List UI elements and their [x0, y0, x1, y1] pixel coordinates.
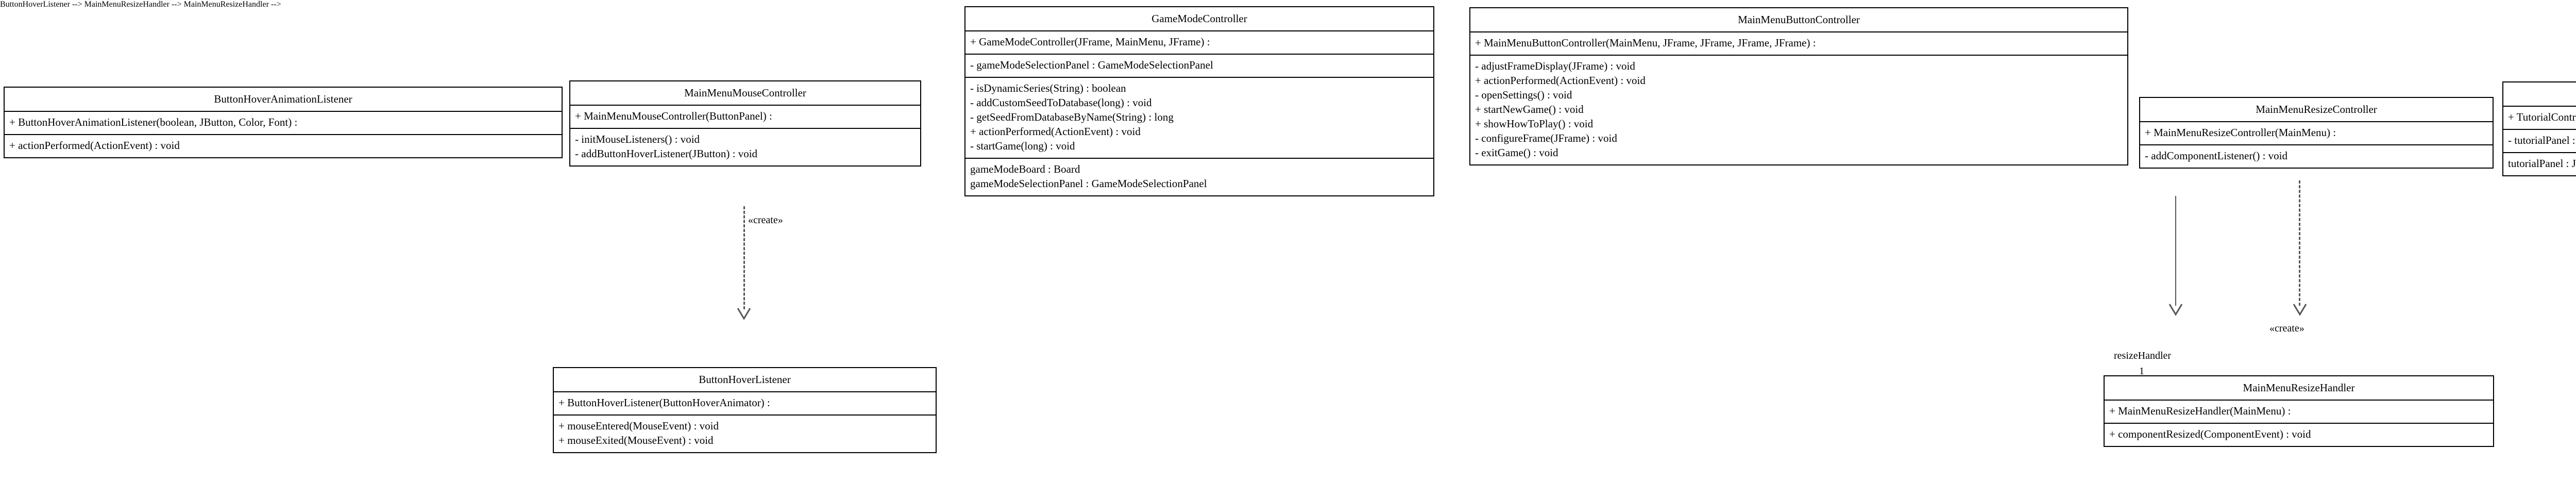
- class-compartment-operations: - isDynamicSeries(String) : boolean - ad…: [965, 77, 1433, 158]
- class-name-main-menu-mouse-controller: MainMenuMouseController: [684, 87, 806, 99]
- class-member: + MainMenuMouseController(ButtonPanel) :: [575, 110, 772, 123]
- class-member: + MainMenuButtonController(MainMenu, JFr…: [1475, 37, 1816, 49]
- class-member: gameModeBoard : Board: [970, 162, 1080, 175]
- class-member: - startGame(long) : void: [970, 139, 1075, 152]
- class-member: + showHowToPlay() : void: [1475, 117, 1594, 130]
- class-member: - addButtonHoverListener(JButton) : void: [575, 147, 758, 160]
- class-name-button-hover-animation-listener: ButtonHoverAnimationListener: [214, 93, 352, 105]
- class-member: + MainMenuResizeController(MainMenu) :: [2145, 126, 2336, 139]
- class-box-main-menu-mouse-controller[interactable]: MainMenuMouseController + MainMenuMouseC…: [569, 80, 921, 167]
- connector-resize-handler-assoc-line: [2175, 196, 2176, 306]
- class-name-tutorial-controller: TutorialController: [2503, 82, 2576, 106]
- connector-create-hover-listener-line: [743, 206, 745, 309]
- class-compartment-operations-ctor: + MainMenuButtonController(MainMenu, JFr…: [1470, 31, 2127, 55]
- class-member: - openSettings() : void: [1475, 89, 1572, 102]
- class-box-tutorial-controller[interactable]: TutorialController + TutorialController(…: [2502, 81, 2576, 177]
- class-box-game-mode-controller[interactable]: GameModeController + GameModeController(…: [964, 6, 1434, 196]
- class-compartment-operations-ctor: + GameModeController(JFrame, MainMenu, J…: [965, 30, 1433, 54]
- class-compartment-operations: + componentResized(ComponentEvent) : voi…: [2105, 423, 2493, 446]
- class-name-main-menu-button-controller: MainMenuButtonController: [1738, 13, 1860, 26]
- class-member: - exitGame() : void: [1475, 146, 1558, 159]
- connector-create-resize-handler-label: «create»: [2269, 323, 2304, 334]
- class-member: - configureFrame(JFrame) : void: [1475, 131, 1617, 144]
- class-box-main-menu-resize-handler[interactable]: MainMenuResizeHandler + MainMenuResizeHa…: [2104, 375, 2494, 447]
- class-compartment-operations-ctor: + MainMenuResizeHandler(MainMenu) :: [2105, 400, 2493, 423]
- class-member: - isDynamicSeries(String) : boolean: [970, 82, 1126, 95]
- class-member: - getSeedFromDatabaseByName(String) : lo…: [970, 110, 1174, 123]
- class-member: + ButtonHoverAnimationListener(boolean, …: [9, 116, 298, 129]
- connector-resize-handler-multiplicity-label: 1: [2139, 366, 2144, 377]
- class-compartment-attributes: - tutorialPanel : TutorialPanel: [2503, 129, 2576, 152]
- class-member: + actionPerformed(ActionEvent) : void: [970, 125, 1141, 138]
- class-member: + actionPerformed(ActionEvent) : void: [1475, 74, 1646, 87]
- class-compartment-operations: - adjustFrameDisplay(JFrame) : void + ac…: [1470, 55, 2127, 164]
- class-compartment-operations-ctor: + MainMenuResizeController(MainMenu) :: [2140, 121, 2493, 144]
- class-compartment-operations: + actionPerformed(ActionEvent) : void: [5, 134, 562, 157]
- class-box-button-hover-animation-listener[interactable]: ButtonHoverAnimationListener + ButtonHov…: [4, 87, 563, 159]
- class-member: + mouseEntered(MouseEvent) : void: [558, 420, 719, 433]
- class-compartment-inner: gameModeBoard : Board gameModeSelectionP…: [965, 157, 1433, 195]
- class-compartment-operations: + mouseEntered(MouseEvent) : void + mous…: [554, 414, 936, 452]
- class-member: - addCustomSeedToDatabase(long) : void: [970, 96, 1152, 109]
- class-member: + MainMenuResizeHandler(MainMenu) :: [2109, 405, 2291, 418]
- class-box-button-hover-listener[interactable]: ButtonHoverListener + ButtonHoverListene…: [553, 367, 937, 454]
- class-compartment-operations: - addComponentListener() : void: [2140, 144, 2493, 168]
- class-member: tutorialPanel : JPanel: [2508, 157, 2576, 170]
- class-member: + componentResized(ComponentEvent) : voi…: [2109, 428, 2311, 441]
- class-member: - gameModeSelectionPanel : GameModeSelec…: [970, 59, 1213, 72]
- class-compartment-inner: tutorialPanel : JPanel: [2503, 152, 2576, 175]
- class-name-button-hover-listener: ButtonHoverListener: [699, 373, 791, 386]
- class-name-game-mode-controller: GameModeController: [1151, 12, 1247, 25]
- class-member: - initMouseListeners() : void: [575, 133, 700, 146]
- class-member: + actionPerformed(ActionEvent) : void: [9, 139, 180, 152]
- class-name-main-menu-resize-handler: MainMenuResizeHandler: [2243, 381, 2355, 394]
- class-member: - adjustFrameDisplay(JFrame) : void: [1475, 60, 1635, 73]
- class-box-main-menu-resize-controller[interactable]: MainMenuResizeController + MainMenuResiz…: [2139, 97, 2494, 169]
- class-member: + mouseExited(MouseEvent) : void: [558, 434, 714, 447]
- class-compartment-operations-ctor: + ButtonHoverAnimationListener(boolean, …: [5, 111, 562, 134]
- class-member: - addComponentListener() : void: [2145, 150, 2288, 162]
- class-compartment-attributes: - gameModeSelectionPanel : GameModeSelec…: [965, 54, 1433, 77]
- class-compartment-operations-ctor: + MainMenuMouseController(ButtonPanel) :: [570, 105, 920, 128]
- class-member: + startNewGame() : void: [1475, 103, 1584, 115]
- class-member: + TutorialController(MainMenu, JFrame) :: [2508, 111, 2576, 124]
- class-compartment-operations-ctor: + ButtonHoverListener(ButtonHoverAnimato…: [554, 391, 936, 414]
- class-compartment-operations-ctor: + TutorialController(MainMenu, JFrame) :: [2503, 106, 2576, 129]
- class-member: + GameModeController(JFrame, MainMenu, J…: [970, 36, 1210, 48]
- class-member: + ButtonHoverListener(ButtonHoverAnimato…: [558, 396, 770, 409]
- class-member: - tutorialPanel : TutorialPanel: [2508, 134, 2576, 147]
- class-member: gameModeSelectionPanel : GameModeSelecti…: [970, 177, 1207, 190]
- connector-resize-handler-role-label: resizeHandler: [2114, 350, 2172, 361]
- connector-create-resize-handler-line: [2299, 180, 2300, 306]
- connector-create-hover-listener-label: «create»: [748, 214, 783, 226]
- class-box-main-menu-button-controller[interactable]: MainMenuButtonController + MainMenuButto…: [1469, 7, 2128, 165]
- class-compartment-operations: - initMouseListeners() : void - addButto…: [570, 128, 920, 165]
- class-name-main-menu-resize-controller: MainMenuResizeController: [2256, 103, 2377, 115]
